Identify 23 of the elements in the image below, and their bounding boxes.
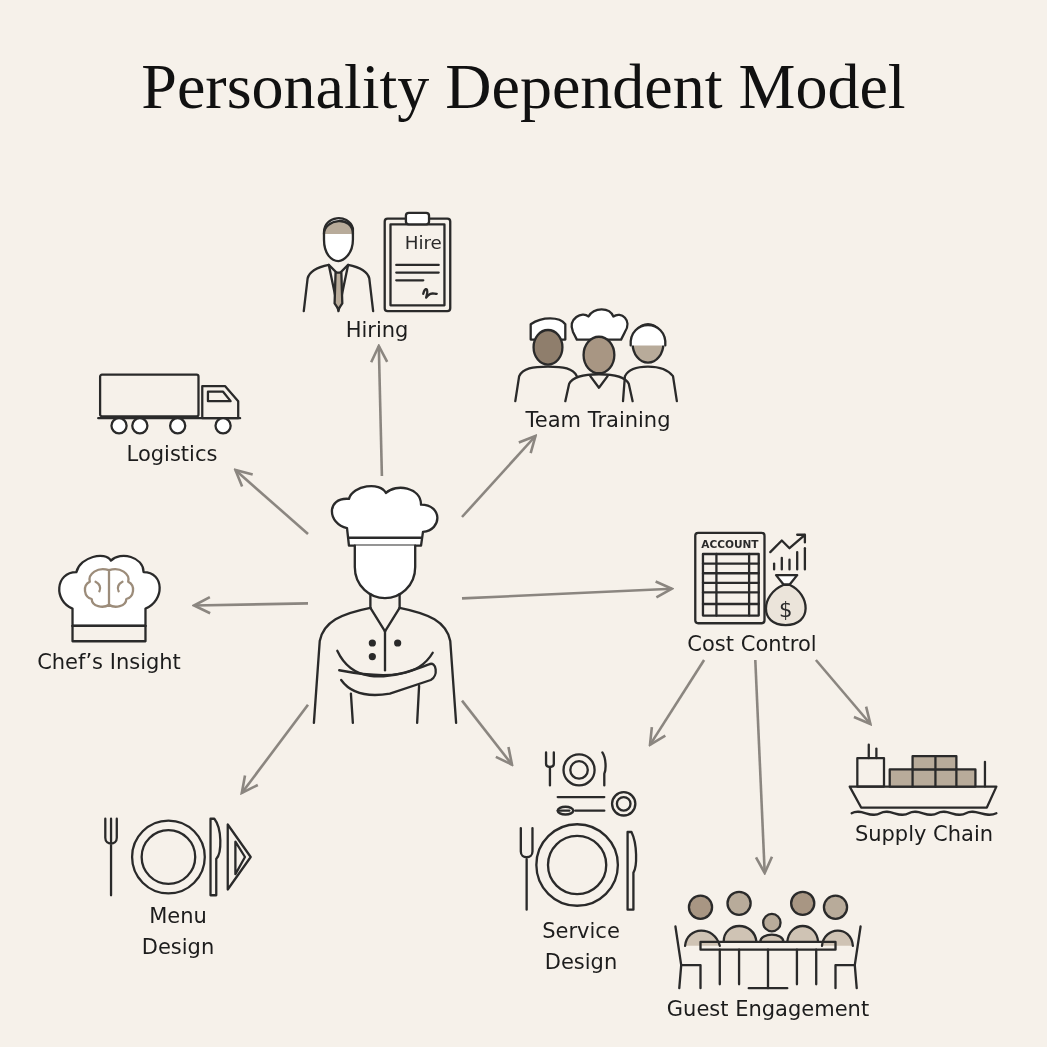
arrow: [648, 659, 706, 747]
node-label: Hiring: [345, 317, 409, 344]
arrow: [234, 468, 309, 535]
arrow: [460, 699, 514, 766]
node-label: Supply Chain: [854, 821, 994, 848]
node-label: Team Training: [525, 407, 671, 434]
arrow: [369, 344, 389, 477]
diagram-title: Personality Dependent Model: [140, 52, 907, 123]
node-label: Menu Design: [140, 903, 216, 961]
arrow: [192, 595, 309, 615]
arrow: [461, 434, 537, 518]
dollar-sign: $: [778, 597, 793, 623]
icon-text: Hire: [404, 232, 442, 254]
arrow: [240, 703, 310, 795]
node-label: Logistics: [126, 441, 218, 468]
node-label: Guest Engagement: [666, 996, 870, 1023]
icon-text: ACCOUNT: [701, 538, 759, 551]
node-label: Chef’s Insight: [37, 649, 181, 676]
arrow: [754, 659, 774, 875]
arrow: [814, 659, 872, 726]
node-label: Cost Control: [687, 631, 817, 658]
node-label: Service Design: [541, 918, 621, 976]
arrow: [461, 580, 674, 600]
